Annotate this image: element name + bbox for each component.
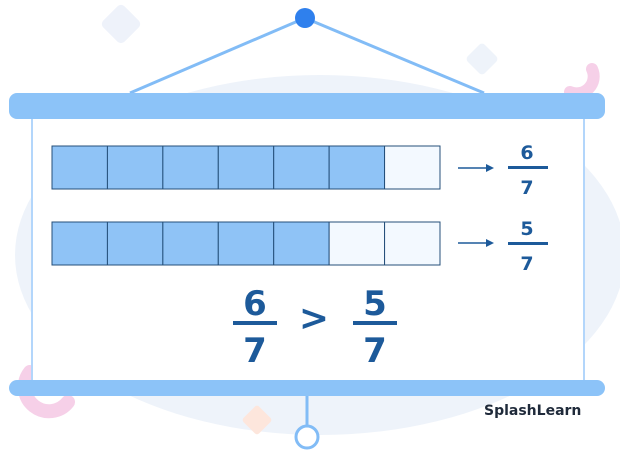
shaded-cell (162, 221, 219, 266)
comparison-expression: 6 7 > 5 7 (233, 284, 397, 371)
shaded-cell (328, 145, 386, 190)
board-top-bar (9, 93, 605, 119)
comparison-left-denominator: 7 (243, 331, 267, 371)
shaded-cell (51, 145, 108, 190)
fraction-row: 67 (51, 142, 548, 199)
shaded-cell (106, 221, 164, 266)
diamond-decoration-top-right (466, 43, 498, 75)
shaded-cell (162, 145, 219, 190)
comparison-left-fraction-bar (233, 321, 277, 325)
row-fraction-numerator: 6 (520, 142, 533, 164)
diamond-decoration-bottom (242, 405, 272, 435)
fraction-row: 57 (51, 218, 548, 275)
shaded-cell (217, 221, 275, 266)
arrow-head (486, 239, 494, 247)
row-fraction-denominator: 7 (520, 177, 533, 199)
shaded-cell (217, 145, 275, 190)
board-bottom-bar (9, 380, 605, 396)
hanger-knob (295, 8, 315, 28)
crescent-decoration-top-right (564, 63, 600, 100)
comparison-operator: > (299, 298, 329, 339)
comparison-right-fraction-bar (353, 321, 397, 325)
row-fraction-denominator: 7 (520, 253, 533, 275)
board-hanger (129, 8, 485, 95)
board-bottom-hook (294, 396, 320, 450)
unshaded-cell (384, 221, 441, 266)
row-fraction-numerator: 5 (520, 218, 533, 240)
row-fraction-bar (508, 242, 548, 245)
diamond-decoration-top-left (101, 4, 141, 44)
hook-ring (294, 424, 320, 450)
comparison-right-numerator: 5 (363, 284, 387, 324)
shaded-cell (51, 221, 108, 266)
unshaded-cell (328, 221, 386, 266)
shaded-cell (106, 145, 164, 190)
row-fraction-bar (508, 166, 548, 169)
hanger-string-right (304, 16, 485, 95)
brand-logo-text: SplashLearn (484, 403, 581, 419)
shaded-cell (273, 145, 330, 190)
unshaded-cell (384, 145, 441, 190)
shaded-cell (273, 221, 330, 266)
comparison-right-denominator: 7 (363, 331, 387, 371)
comparison-left-numerator: 6 (243, 284, 267, 324)
arrow-head (486, 164, 494, 172)
hanger-string-left (129, 16, 306, 95)
